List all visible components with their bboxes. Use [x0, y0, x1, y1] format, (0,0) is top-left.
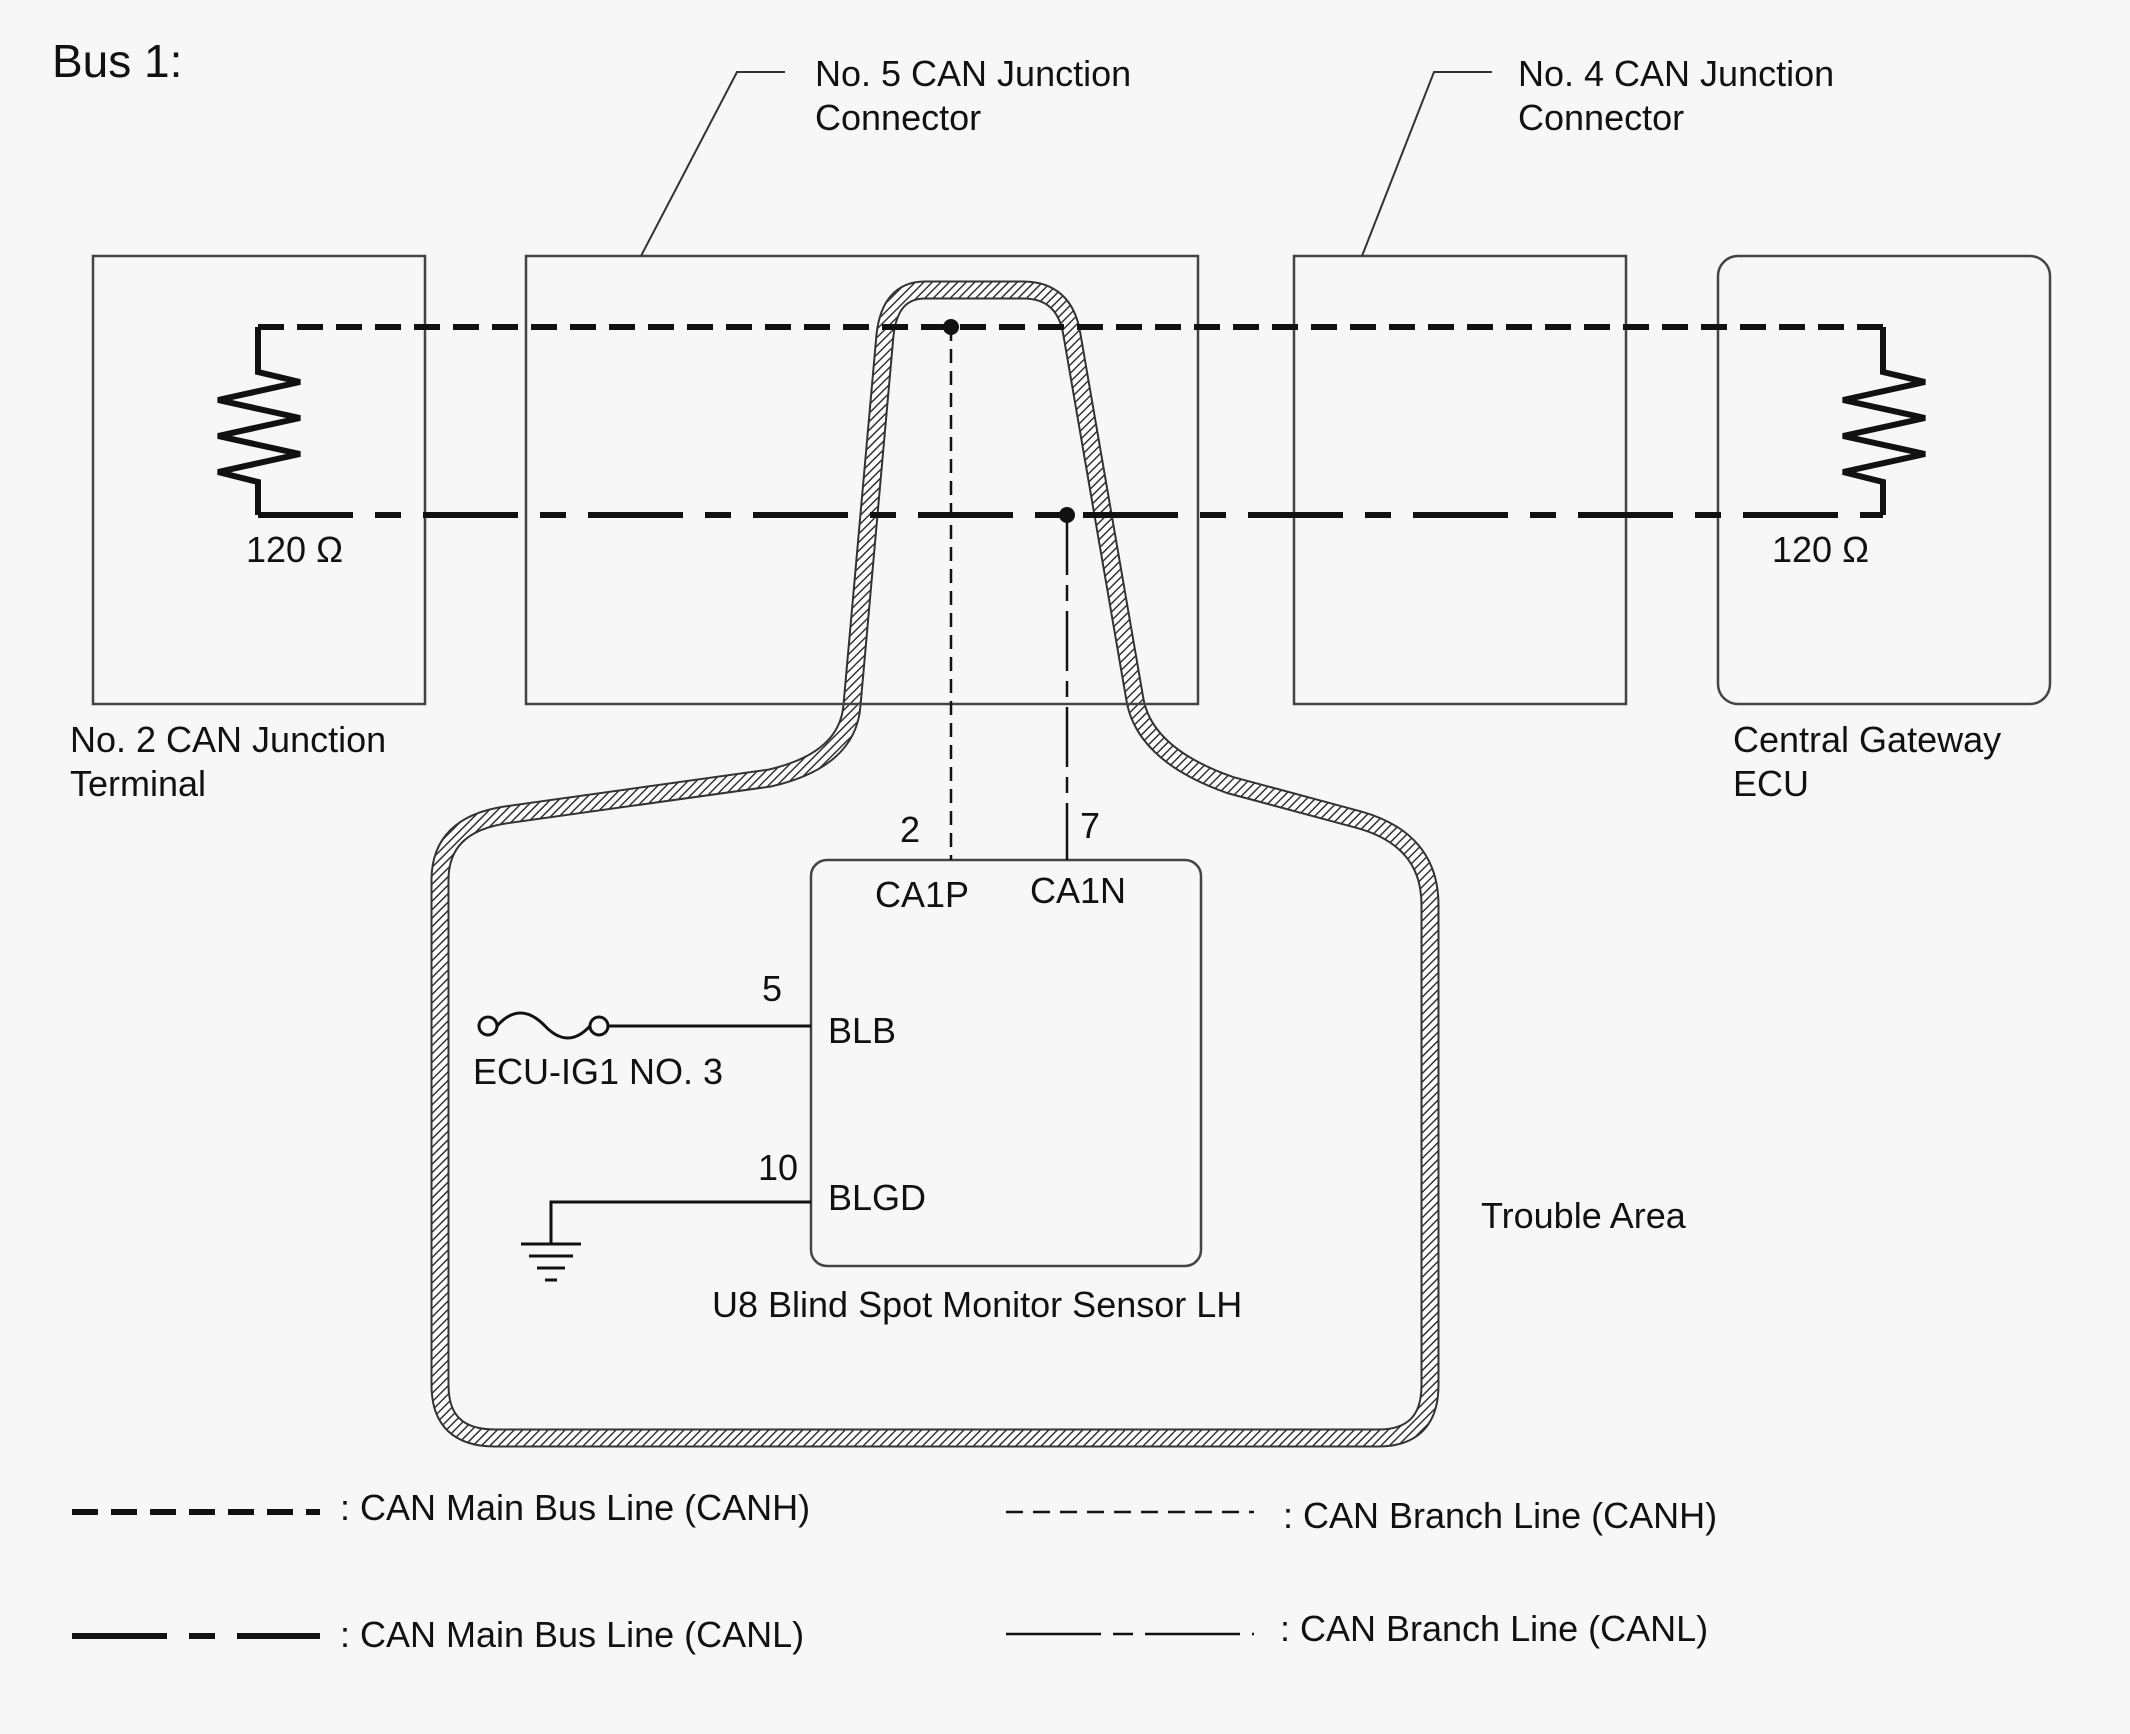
bus-title: Bus 1:	[52, 35, 182, 87]
cgw-label-line2: ECU	[1733, 763, 1809, 804]
legend: : CAN Main Bus Line (CANH) : CAN Main Bu…	[72, 1487, 1717, 1655]
pin-10-number: 10	[758, 1147, 798, 1188]
no2-label-line1: No. 2 CAN Junction	[70, 719, 386, 760]
left-resistor-label: 120 Ω	[246, 529, 343, 570]
pin-ca1p-name: CA1P	[875, 874, 969, 915]
no5-connector-label: No. 5 CAN Junction Connector	[815, 53, 1141, 138]
right-terminating-resistor	[1842, 327, 1926, 515]
pin-blgd-name: BLGD	[828, 1177, 926, 1218]
right-resistor-label: 120 Ω	[1772, 529, 1869, 570]
no5-label-line2: Connector	[815, 97, 981, 138]
pin-2-number: 2	[900, 809, 920, 850]
canl-junction-dot	[1059, 507, 1075, 523]
sensor-box	[809, 858, 1203, 1268]
sensor-name: U8 Blind Spot Monitor Sensor LH	[712, 1284, 1242, 1325]
legend-branch-canl-label: : CAN Branch Line (CANL)	[1280, 1608, 1708, 1649]
legend-main-canl-label: : CAN Main Bus Line (CANL)	[340, 1614, 804, 1655]
no4-label-line2: Connector	[1518, 97, 1684, 138]
pin-ca1n-name: CA1N	[1030, 870, 1126, 911]
canh-junction-dot	[943, 319, 959, 335]
no2-label-line2: Terminal	[70, 763, 206, 804]
legend-main-canh-label: : CAN Main Bus Line (CANH)	[340, 1487, 810, 1528]
no5-label-line1: No. 5 CAN Junction	[815, 53, 1131, 94]
fuse-icon	[477, 1011, 811, 1040]
no4-label-line1: No. 4 CAN Junction	[1518, 53, 1834, 94]
legend-branch-canh-label: : CAN Branch Line (CANH)	[1283, 1495, 1717, 1536]
no2-terminal-label: No. 2 CAN Junction Terminal	[70, 719, 396, 804]
cgw-label-line1: Central Gateway	[1733, 719, 2001, 760]
pin-blb-name: BLB	[828, 1010, 896, 1051]
fuse-label: ECU-IG1 NO. 3	[473, 1051, 723, 1092]
trouble-area-label: Trouble Area	[1481, 1195, 1687, 1236]
no2-junction-terminal-box	[91, 254, 427, 706]
left-terminating-resistor	[217, 327, 301, 515]
no5-leader-line	[640, 71, 785, 257]
no4-junction-connector-box	[1292, 254, 1628, 706]
central-gateway-ecu-box	[1716, 254, 2052, 706]
trouble-area-outline	[430, 280, 1440, 1448]
no5-junction-connector-box	[524, 254, 1200, 706]
no4-leader-line	[1361, 71, 1492, 257]
pin-5-number: 5	[762, 968, 782, 1009]
pin-7-number: 7	[1080, 805, 1100, 846]
ground-icon	[521, 1200, 811, 1282]
central-gateway-label: Central Gateway ECU	[1733, 719, 2011, 804]
no4-connector-label: No. 4 CAN Junction Connector	[1518, 53, 1844, 138]
